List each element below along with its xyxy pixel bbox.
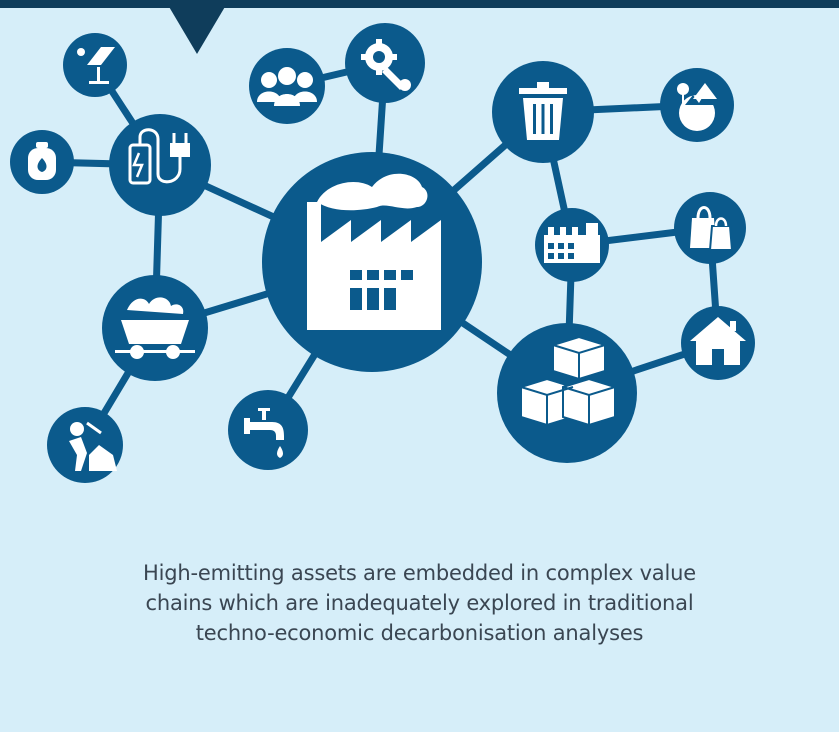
shopping-node xyxy=(674,192,746,264)
top-band xyxy=(0,0,839,8)
factory-icon xyxy=(307,173,441,330)
water-tap-icon xyxy=(244,408,284,458)
shopping-bag-icon xyxy=(690,206,734,251)
caption-line-2: chains which are inadequately explored i… xyxy=(145,591,694,615)
boxes-icon xyxy=(520,335,616,427)
boxes-node xyxy=(497,323,637,463)
water-node xyxy=(228,390,308,470)
house-icon xyxy=(690,317,746,365)
gas-cylinder-icon xyxy=(28,142,56,180)
stores-node xyxy=(535,208,609,282)
buildings-icon xyxy=(544,223,600,263)
miner-icon xyxy=(69,421,117,471)
gear-wrench-node xyxy=(345,23,425,103)
factory-node xyxy=(262,152,482,372)
caption-line-3: techno-economic decarbonisation analyses xyxy=(195,621,644,645)
solar-node xyxy=(63,33,127,97)
nature-globe-icon xyxy=(677,83,717,131)
gear-wrench-icon xyxy=(361,39,411,91)
charger-node xyxy=(109,114,211,216)
charger-plug-icon xyxy=(128,128,190,185)
solar-panel-icon xyxy=(77,47,115,84)
miner-node xyxy=(47,407,123,483)
trash-node xyxy=(492,61,594,163)
top-notch-arrow xyxy=(165,0,229,54)
caption-line-1: High-emitting assets are embedded in com… xyxy=(143,561,696,585)
nature-node xyxy=(660,68,734,142)
gas-node xyxy=(10,130,74,194)
minecart-node xyxy=(102,275,208,381)
trash-bin-icon xyxy=(519,82,567,140)
value-chain-network xyxy=(10,23,755,483)
workers-icon xyxy=(257,67,317,106)
workers-node xyxy=(249,48,325,124)
caption: High-emitting assets are embedded in com… xyxy=(40,558,799,648)
mine-cart-icon xyxy=(115,297,195,359)
home-node xyxy=(681,306,755,380)
